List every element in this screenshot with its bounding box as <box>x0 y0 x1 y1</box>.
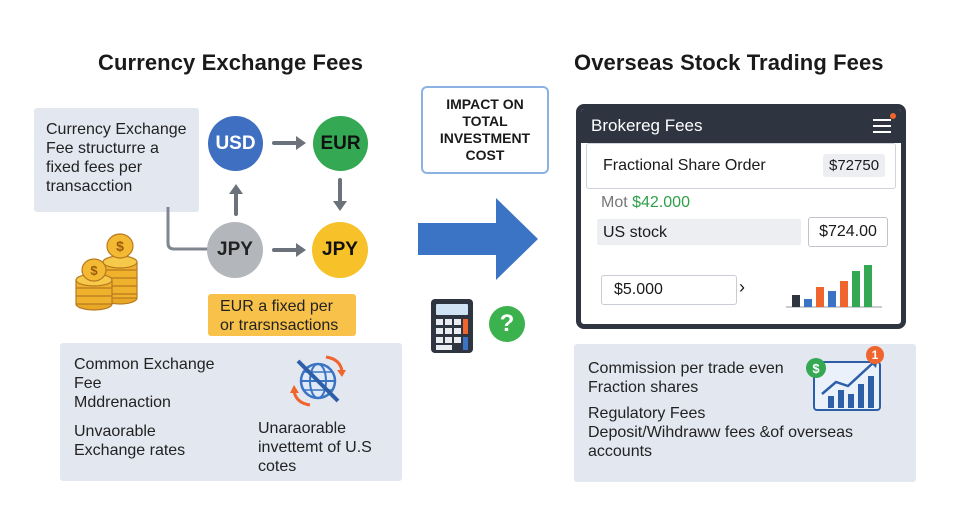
eur-circle: EUR <box>313 116 368 171</box>
mot-value: $42.000 <box>632 194 690 211</box>
order-label: Fractional Share Order <box>603 157 766 174</box>
us-stock-row: US stock <box>597 219 801 245</box>
item-line: accounts <box>588 443 653 460</box>
impact-label-box: IMPACT ON TOTAL INVESTMENT COST <box>421 86 549 174</box>
globe-exchange-icon <box>290 355 346 407</box>
unfavorable-investment-item: Unaraorable invettemt of U.S cotes <box>258 419 372 476</box>
fixed-fee-highlight: EUR a fixed per or trarsnsactions <box>208 294 356 336</box>
highlight-line: or trarsnsactions <box>220 317 339 334</box>
impact-line: IMPACT ON <box>446 96 524 112</box>
item-line: Unaraorable <box>258 420 347 437</box>
amount-input[interactable]: $5.000 <box>601 275 737 305</box>
menu-icon[interactable] <box>873 113 896 133</box>
exchange-issues-box: Common Exchange Fee Mddrenaction Unvaora… <box>60 343 402 481</box>
exchange-arrows <box>229 136 347 257</box>
chevron-right-icon[interactable]: › <box>739 277 745 297</box>
note-line: Fee structurre a <box>46 140 159 157</box>
notification-badge-icon: 1 <box>866 346 884 364</box>
item-line: Regulatory Fees <box>588 405 706 422</box>
brokerage-app-mockup: Brokereg Fees Fractional Share Order $72… <box>576 104 906 329</box>
overseas-trading-title: Overseas Stock Trading Fees <box>574 50 884 75</box>
jpy-gray-circle: JPY <box>207 222 263 278</box>
note-connector-line <box>166 207 212 251</box>
fee-structure-note: Currency Exchange Fee structurre a fixed… <box>34 108 199 212</box>
dollar-badge-icon: $ <box>806 358 826 378</box>
app-header-title: Brokereg Fees <box>591 116 703 135</box>
us-stock-value-field[interactable]: $724.00 <box>808 217 888 247</box>
mot-label: Mot <box>601 194 628 211</box>
amount-value: $5.000 <box>614 281 663 298</box>
currency-exchange-title: Currency Exchange Fees <box>98 50 364 75</box>
impact-line: INVESTMENT <box>439 130 531 146</box>
item-line: Exchange rates <box>74 442 186 459</box>
impact-line: TOTAL <box>462 113 508 129</box>
regulatory-item: Regulatory Fees Deposit/Wihdraww fees &o… <box>588 404 853 461</box>
note-line: transacction <box>46 178 133 195</box>
item-line: Mddrenaction <box>74 394 171 411</box>
common-fee-item: Common Exchange Fee Mddrenaction <box>74 355 215 412</box>
us-stock-label: US stock <box>603 224 668 241</box>
svg-text:$: $ <box>116 238 124 254</box>
growth-chart-icon <box>813 358 881 411</box>
impact-line: COST <box>465 147 505 163</box>
item-line: Unvaorable <box>74 423 156 440</box>
question-mark-icon: ? <box>489 306 525 342</box>
unfavorable-rates-item: Unvaorable Exchange rates <box>74 422 185 460</box>
highlight-line: EUR a fixed per <box>220 298 333 315</box>
item-line: Deposit/Wihdraww fees &of overseas <box>588 424 853 441</box>
jpy-gold-circle: JPY <box>312 222 368 278</box>
item-line: Common Exchange <box>74 356 215 373</box>
big-right-arrow <box>418 198 538 280</box>
app-header: Brokereg Fees <box>581 109 901 143</box>
note-line: Currency Exchange <box>46 121 187 138</box>
note-line: fixed fees per <box>46 159 143 176</box>
item-line: invettemt of U.S <box>258 439 372 456</box>
order-value: $72750 <box>823 154 886 177</box>
coin-stacks-icon: $ $ <box>75 233 138 311</box>
us-stock-value: $724.00 <box>819 223 877 240</box>
svg-text:$: $ <box>90 263 98 278</box>
item-line: Fraction shares <box>588 379 699 396</box>
trading-fees-box: Commission per trade even Fraction share… <box>574 344 916 482</box>
notification-dot-icon <box>890 113 896 119</box>
usd-circle: USD <box>208 116 263 171</box>
mini-bar-chart-icon <box>786 265 882 308</box>
mot-row: Mot $42.000 <box>601 194 690 212</box>
item-line: Commission per trade even <box>588 360 784 377</box>
calculator-icon <box>431 299 473 353</box>
order-row: Fractional Share Order $72750 <box>586 143 896 189</box>
item-line: cotes <box>258 458 297 475</box>
commission-item: Commission per trade even Fraction share… <box>588 359 784 397</box>
item-line: Fee <box>74 375 102 392</box>
